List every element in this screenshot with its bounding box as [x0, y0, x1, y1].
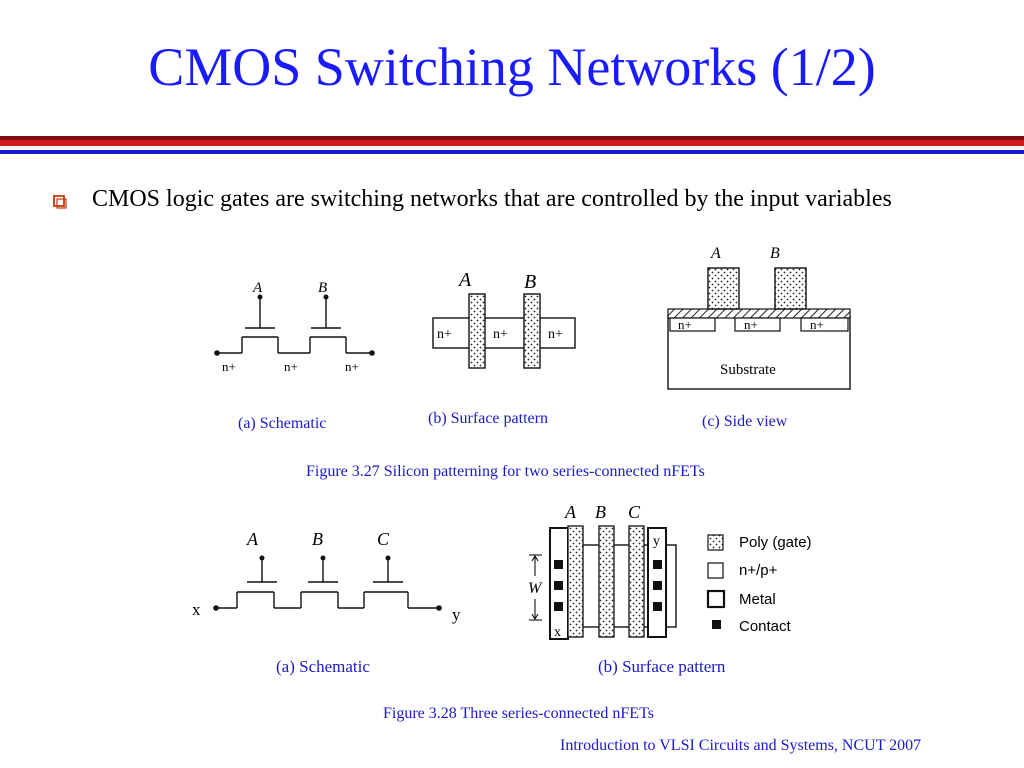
fig327a-n2: n+	[284, 359, 298, 374]
fig327c-n2: n+	[744, 317, 758, 332]
fig328-legend: Poly (gate) n+/p+ Metal Contact	[706, 534, 812, 635]
slide-footer: Introduction to VLSI Circuits and System…	[560, 737, 922, 754]
fig328b-gate-b: B	[595, 502, 606, 522]
fig327c-gate-a: A	[710, 245, 721, 262]
fig327b-n2: n+	[493, 327, 508, 342]
fig327-sub-a: (a) Schematic	[238, 415, 327, 432]
fig328-surface: W A B C x y	[528, 502, 677, 640]
fig327a-n1: n+	[222, 359, 236, 374]
legend-diff-label: n+/p+	[739, 562, 778, 579]
fig328a-gate-c: C	[377, 529, 390, 549]
legend-poly-swatch	[707, 534, 724, 551]
fig328a-x: x	[192, 600, 201, 619]
fig327b-gate-a: A	[457, 269, 472, 291]
fig327-schematic: A B n+ n+ n+	[214, 280, 375, 374]
title-rule-dark	[0, 136, 1024, 140]
fig327-sub-c: (c) Side view	[702, 413, 788, 430]
fig328b-x: x	[554, 625, 561, 640]
fig327-side: A B n+ n+ n+ Substrate	[667, 245, 851, 390]
fig328-schematic: A B C x y	[192, 529, 461, 624]
fig327-surface: A B n+ n+ n+	[432, 269, 576, 369]
fig327-sub-b: (b) Surface pattern	[428, 410, 548, 427]
legend-metal-swatch	[706, 589, 726, 609]
fig327c-substrate: Substrate	[720, 362, 776, 378]
fig327c-n1: n+	[678, 317, 692, 332]
fig328-sub-a: (a) Schematic	[276, 657, 370, 676]
fig328-caption: Figure 3.28 Three series-connected nFETs	[383, 705, 654, 722]
fig327c-n3: n+	[810, 317, 824, 332]
fig328a-gate-b: B	[312, 529, 323, 549]
fig328b-y: y	[653, 534, 660, 549]
title-rule-red	[0, 140, 1024, 146]
fig327c-gate-b: B	[770, 245, 780, 262]
fig327b-n1: n+	[437, 327, 452, 342]
legend-poly-label: Poly (gate)	[739, 534, 812, 551]
fig327b-gate-b: B	[524, 271, 536, 293]
fig328b-gate-c: C	[628, 502, 641, 522]
fig327a-gate-b: B	[318, 280, 327, 296]
legend-contact-label: Contact	[739, 618, 792, 635]
fig328a-y: y	[452, 605, 461, 624]
fig328b-width: W	[528, 580, 543, 597]
legend-contact-swatch	[712, 620, 721, 629]
fig327a-gate-a: A	[252, 280, 263, 296]
slide-title: CMOS Switching Networks (1/2)	[148, 37, 876, 97]
fig328-sub-b: (b) Surface pattern	[598, 657, 726, 676]
fig327b-n3: n+	[548, 327, 563, 342]
fig327a-n3: n+	[345, 359, 359, 374]
bullet-square-icon	[53, 195, 67, 209]
title-rule-blue	[0, 150, 1024, 154]
legend-diff-swatch	[707, 562, 724, 579]
fig327-caption: Figure 3.27 Silicon patterning for two s…	[306, 463, 705, 480]
bullet-text: CMOS logic gates are switching networks …	[92, 186, 892, 212]
legend-metal-label: Metal	[739, 591, 776, 608]
fig328b-gate-a: A	[564, 502, 577, 522]
fig328a-gate-a: A	[246, 529, 259, 549]
